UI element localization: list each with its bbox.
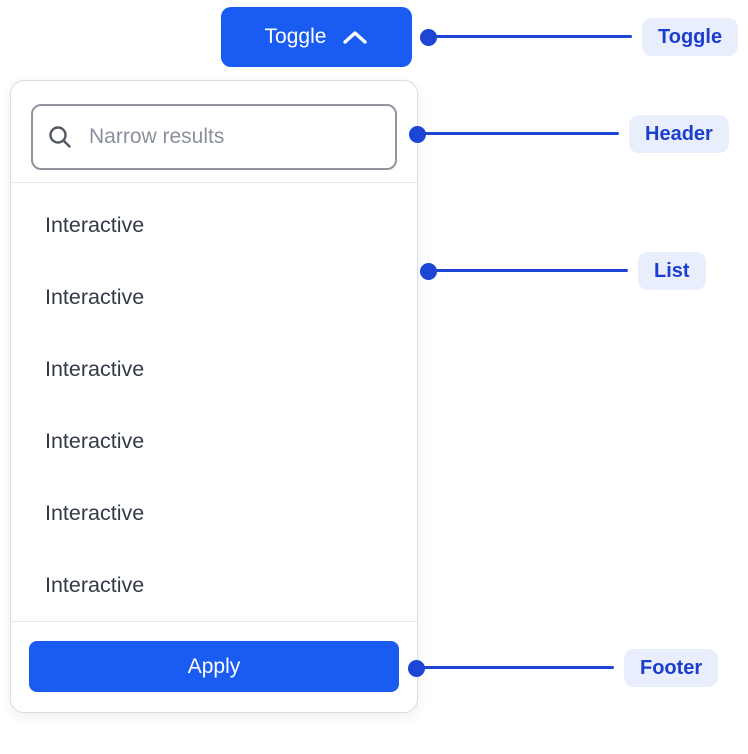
options-list: Interactive Interactive Interactive Inte… bbox=[11, 183, 417, 621]
apply-button[interactable]: Apply bbox=[29, 641, 399, 692]
chevron-up-icon bbox=[342, 30, 368, 45]
list-item[interactable]: Interactive bbox=[11, 549, 417, 621]
footer-divider bbox=[11, 621, 417, 622]
search-input[interactable] bbox=[31, 104, 397, 170]
annotation-dot bbox=[420, 29, 437, 46]
annotation-label-list: List bbox=[638, 252, 706, 290]
annotation-label-header: Header bbox=[629, 115, 729, 153]
annotation-dot bbox=[409, 126, 426, 143]
list-item[interactable]: Interactive bbox=[11, 261, 417, 333]
annotation-label-footer: Footer bbox=[624, 649, 719, 687]
toggle-button-label: Toggle bbox=[264, 25, 327, 48]
list-item[interactable]: Interactive bbox=[11, 333, 417, 405]
list-item[interactable]: Interactive bbox=[11, 477, 417, 549]
header-divider bbox=[11, 182, 417, 183]
annotation-connector-line bbox=[428, 269, 628, 272]
annotation-dot bbox=[420, 263, 437, 280]
dropdown-panel: Interactive Interactive Interactive Inte… bbox=[10, 80, 418, 713]
search-field-wrapper bbox=[31, 104, 397, 170]
annotation-connector-line bbox=[417, 132, 619, 135]
list-item[interactable]: Interactive bbox=[11, 405, 417, 477]
dropdown-footer: Apply bbox=[11, 622, 417, 713]
annotation-label-toggle: Toggle bbox=[642, 18, 739, 56]
annotation-dot bbox=[408, 660, 425, 677]
dropdown-header bbox=[11, 81, 417, 182]
list-item[interactable]: Interactive bbox=[11, 189, 417, 261]
annotation-connector-line bbox=[428, 35, 632, 38]
toggle-button[interactable]: Toggle bbox=[221, 7, 412, 67]
annotation-connector-line bbox=[416, 666, 614, 669]
